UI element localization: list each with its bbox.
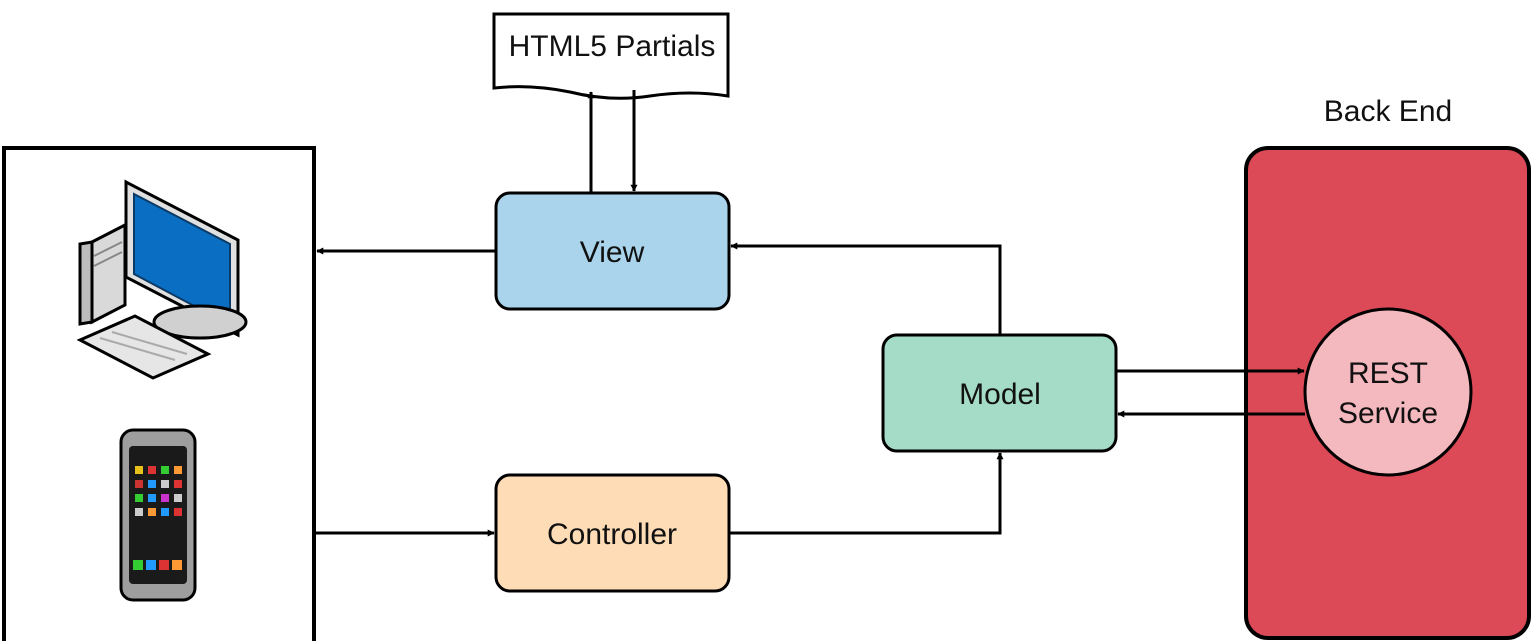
html5-partials-label: HTML5 Partials <box>509 30 716 63</box>
model-label: Model <box>959 378 1041 411</box>
rest-service-label-line1: REST <box>1348 357 1428 390</box>
rest-service-label-line2: Service <box>1338 397 1438 430</box>
arrow-model-to-view <box>730 242 1002 335</box>
rest-service-circle <box>1303 307 1473 477</box>
smartphone-icon <box>119 428 197 602</box>
back-end-title: Back End <box>1324 95 1452 128</box>
arrow-controller-to-model <box>729 452 1004 535</box>
desktop-computer-icon <box>76 179 248 380</box>
view-label: View <box>580 236 645 269</box>
controller-label: Controller <box>547 518 677 551</box>
html5-partials-document <box>492 12 730 100</box>
